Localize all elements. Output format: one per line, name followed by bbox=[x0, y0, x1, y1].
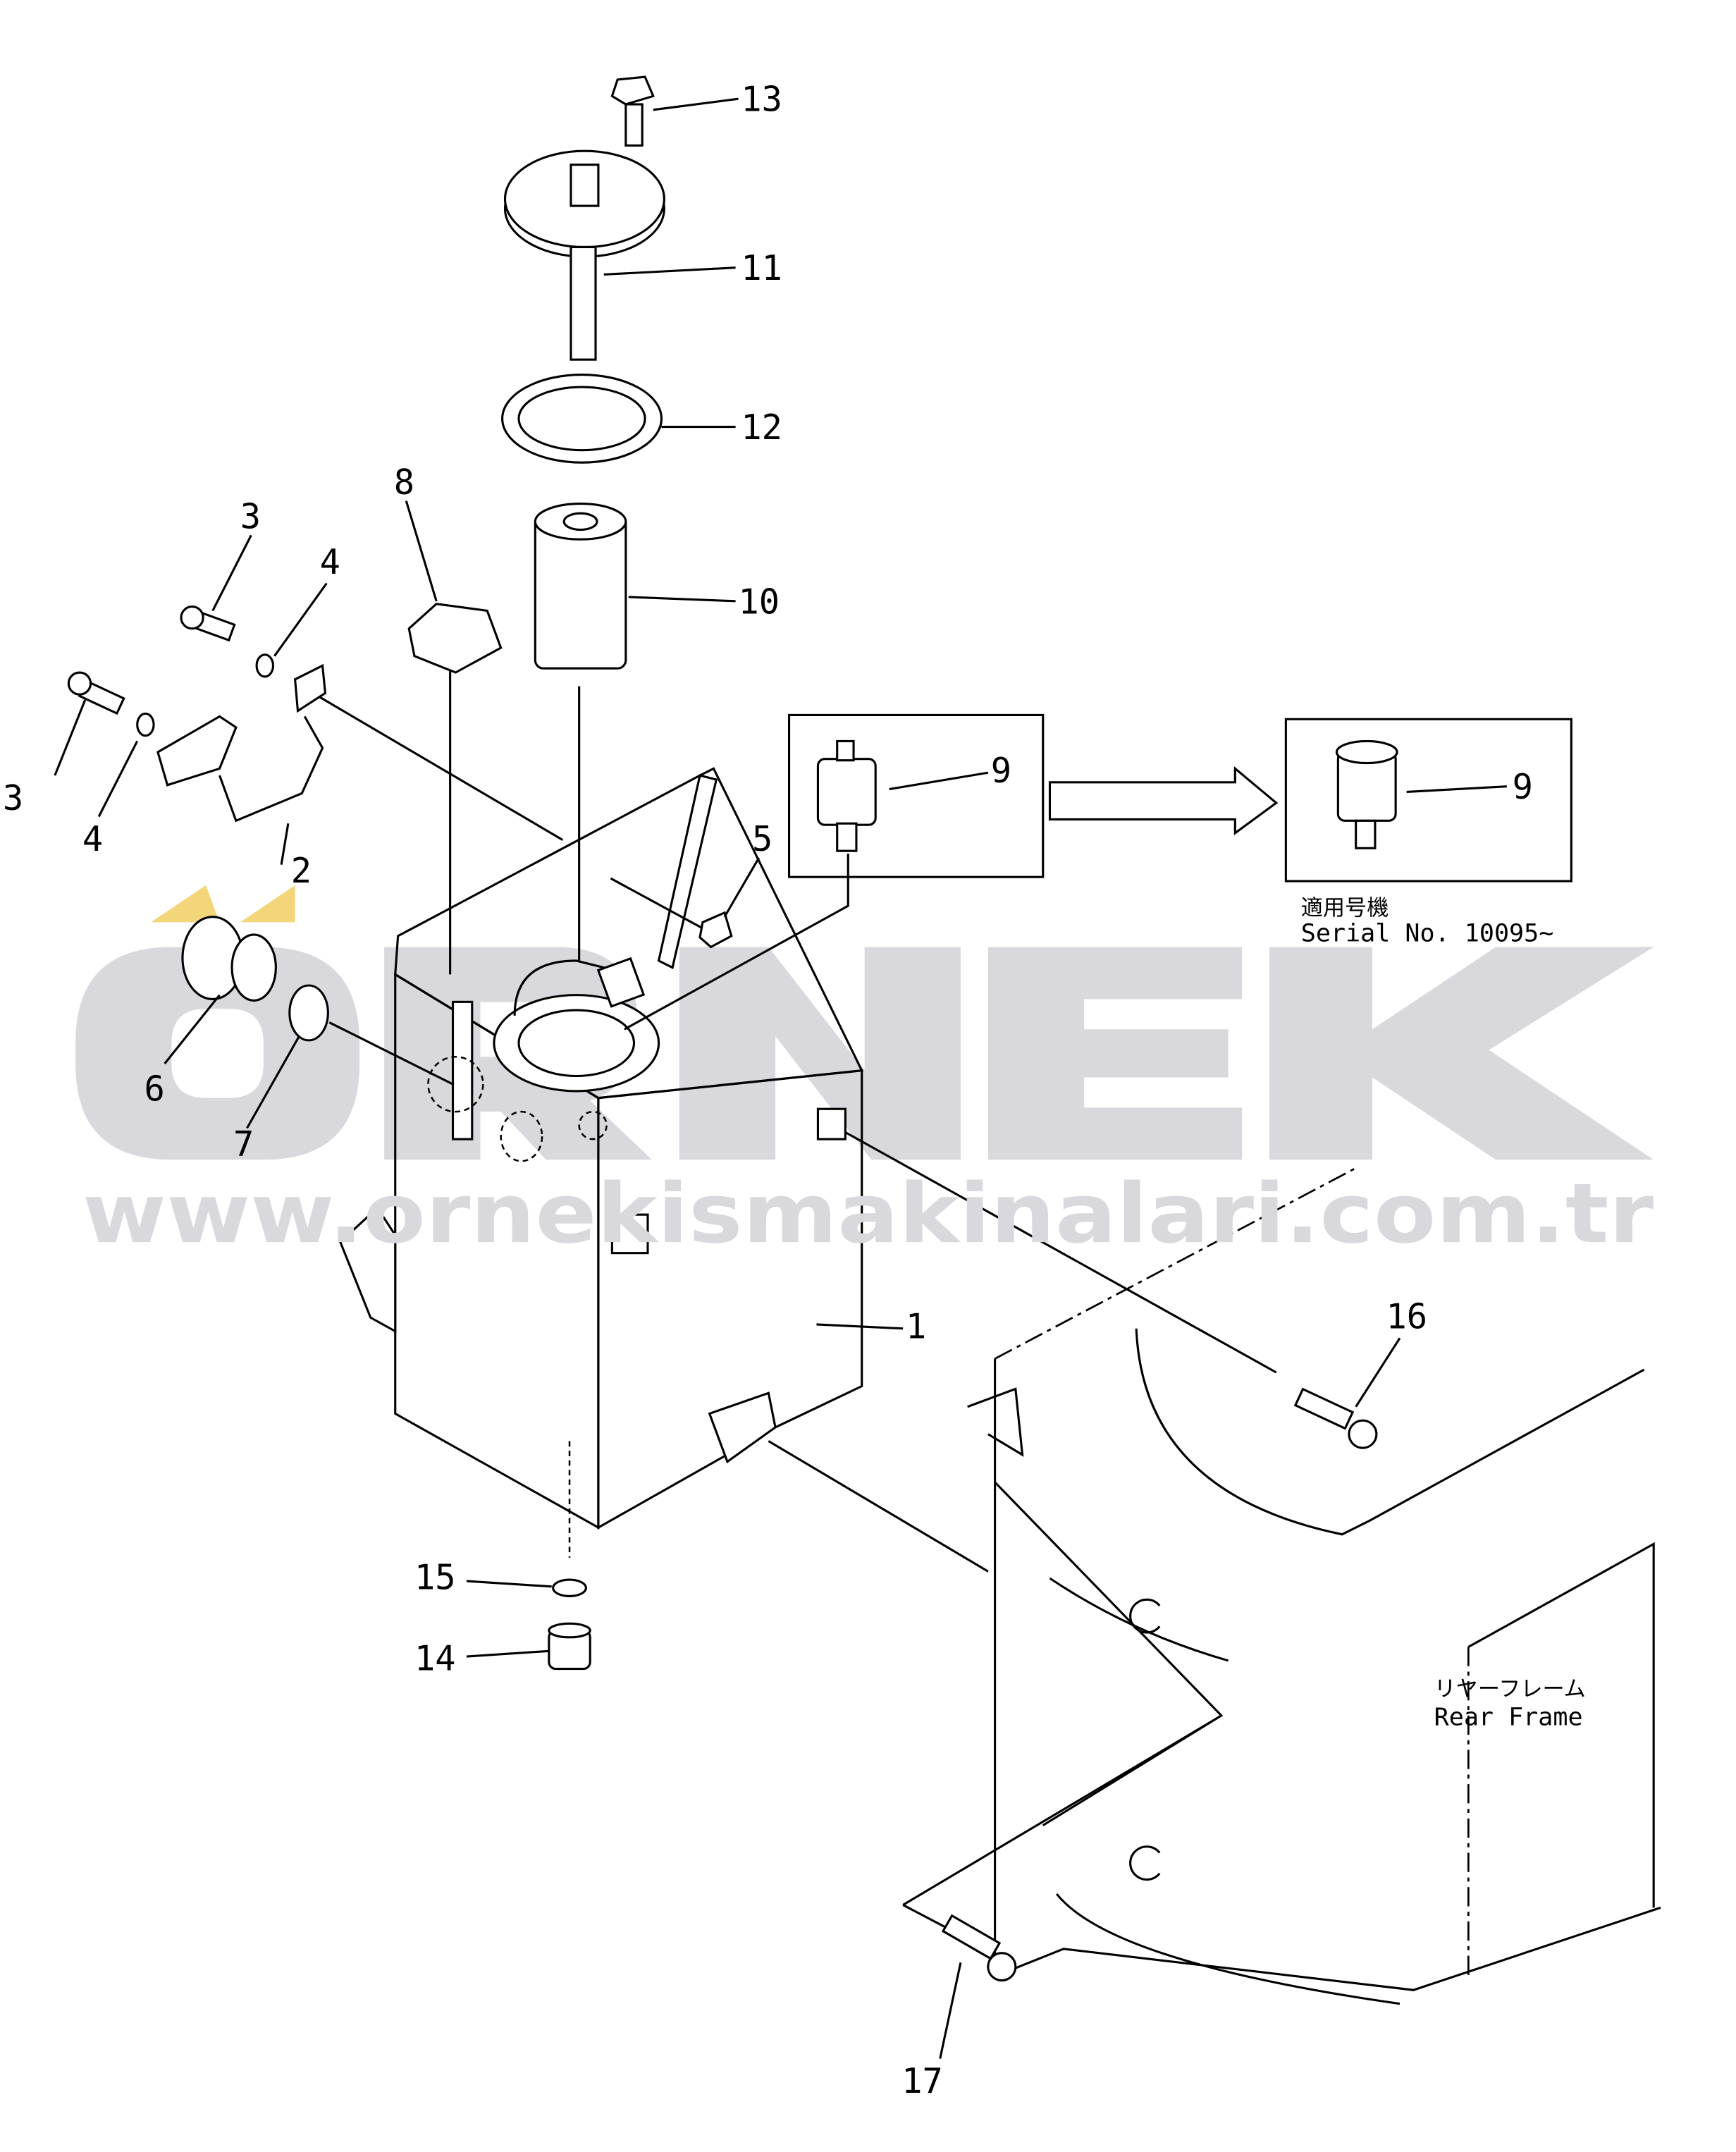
callout-17: 17 bbox=[901, 2062, 943, 2101]
frame-label-jp: リヤーフレーム bbox=[1434, 1677, 1586, 1702]
callout-15: 15 bbox=[414, 1558, 456, 1598]
frame-label-en: Rear Frame bbox=[1434, 1702, 1583, 1731]
callout-4-upper: 4 bbox=[320, 543, 340, 582]
callout-9-old: 9 bbox=[991, 751, 1011, 791]
callout-11: 11 bbox=[741, 249, 782, 288]
callout-1: 1 bbox=[906, 1307, 926, 1346]
bolt-16 bbox=[1293, 1387, 1378, 1449]
callout-13: 13 bbox=[741, 80, 782, 120]
parts bbox=[67, 75, 1378, 1982]
callout-12: 12 bbox=[741, 408, 782, 448]
detail-note-jp: 適用号機 bbox=[1301, 896, 1389, 921]
bolt-3b bbox=[67, 671, 125, 715]
callout-labels: 1 2 3 3 4 4 5 6 7 8 9 9 10 11 12 13 14 1… bbox=[3, 80, 1533, 2102]
bracket-2a bbox=[156, 715, 238, 787]
arrow-icon bbox=[1048, 766, 1279, 835]
callout-4-lower: 4 bbox=[82, 820, 103, 859]
watermark-url: www.ornekismakinalari.com.tr bbox=[82, 1166, 1654, 1262]
callout-2: 2 bbox=[291, 851, 312, 891]
detail-box-new bbox=[1284, 718, 1572, 883]
callout-6: 6 bbox=[144, 1070, 164, 1109]
washer-4a bbox=[255, 653, 275, 678]
plug-14 bbox=[548, 1622, 591, 1671]
cap-8 bbox=[407, 603, 503, 674]
nut-5 bbox=[698, 911, 733, 949]
callout-3-lower: 3 bbox=[3, 779, 23, 818]
bolt-3a bbox=[180, 605, 236, 642]
detail-note-serial: Serial No. 10095~ bbox=[1301, 919, 1554, 948]
bolt-17 bbox=[941, 1914, 1017, 1982]
callout-9-new: 9 bbox=[1513, 768, 1533, 807]
rear-frame bbox=[967, 1165, 1661, 2005]
callout-leaders bbox=[54, 97, 1507, 2059]
washer-4b bbox=[136, 712, 155, 737]
callout-14: 14 bbox=[414, 1640, 456, 1679]
strainer-6 bbox=[181, 916, 277, 1002]
callout-5: 5 bbox=[752, 820, 772, 859]
bracket-2b bbox=[293, 663, 327, 713]
callout-3-upper: 3 bbox=[240, 498, 261, 537]
o-ring-7 bbox=[288, 984, 329, 1042]
reference-lines bbox=[218, 658, 1277, 1936]
hydraulic-tank bbox=[339, 767, 864, 1558]
filter-element-10 bbox=[534, 503, 627, 670]
callout-10: 10 bbox=[739, 582, 780, 622]
callout-16: 16 bbox=[1386, 1298, 1428, 1337]
cover-11 bbox=[503, 149, 665, 361]
bolt-13 bbox=[610, 75, 655, 147]
callout-7: 7 bbox=[233, 1124, 254, 1164]
gasket-12 bbox=[501, 374, 663, 464]
o-ring-15 bbox=[552, 1578, 587, 1597]
callout-8: 8 bbox=[394, 463, 414, 503]
detail-box-old bbox=[787, 713, 1045, 878]
